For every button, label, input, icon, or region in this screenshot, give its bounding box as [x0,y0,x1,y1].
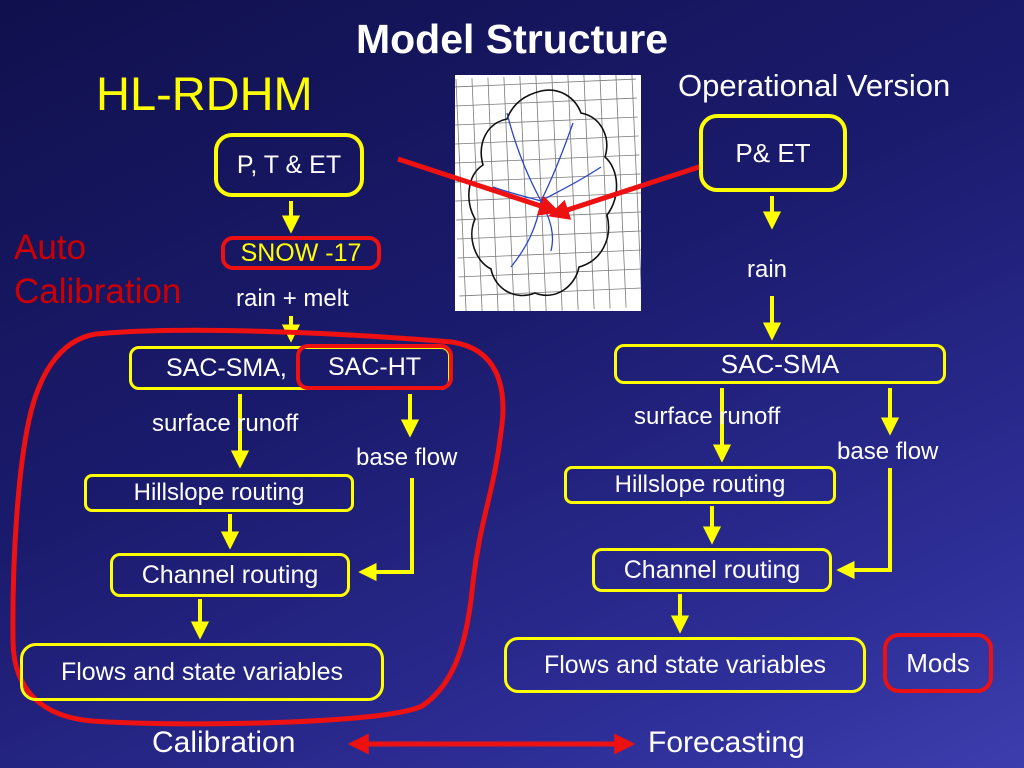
operational-version-heading: Operational Version [678,68,951,103]
sac-ht-red-box: SAC-HT [296,344,453,390]
arrow-baseflow-elbow-left [358,478,414,582]
flows-state-variables-label-right: Flows and state variables [543,650,827,679]
flows-state-variables-box-left: Flows and state variables [20,643,384,701]
basin-outline [468,89,618,297]
mods-label: Mods [906,647,970,678]
sac-sma-sac-ht-box: SAC-SMA, SAC-HT [129,344,453,390]
ptet-input-label: P, T & ET [236,150,342,179]
base-flow-label-left: base flow [356,444,458,471]
map-grid [455,75,641,311]
auto-calibration-label: Auto Calibration [14,228,182,311]
map-background [455,75,641,311]
river-network [492,112,602,268]
base-flow-label-right: base flow [837,438,939,465]
hl-rdhm-heading: HL-RDHM [96,67,313,120]
hillslope-routing-label-right: Hillslope routing [614,471,786,498]
arrow-baseflow-elbow-right [836,468,892,580]
surface-runoff-label-left: surface runoff [152,410,299,437]
channel-routing-label-right: Channel routing [623,555,801,584]
mods-box: Mods [883,633,993,693]
hillslope-routing-box-left: Hillslope routing [84,474,354,512]
hillslope-routing-label-left: Hillslope routing [133,479,305,506]
calibration-footer-label: Calibration [152,726,296,759]
snow17-label: SNOW -17 [240,238,362,267]
rain-melt-label: rain + melt [236,285,349,312]
pet-input-box: P& ET [699,114,847,192]
pet-input-label: P& ET [735,137,811,168]
hillslope-routing-box-right: Hillslope routing [564,466,836,504]
sac-sma-box-right: SAC-SMA [614,344,946,384]
sac-ht-label: SAC-HT [327,352,422,381]
flows-state-variables-label-left: Flows and state variables [60,657,344,686]
forecasting-footer-label: Forecasting [648,726,805,759]
sac-sma-label: SAC-SMA, [166,353,287,382]
channel-routing-box-right: Channel routing [592,548,832,592]
slide-title: Model Structure [355,16,669,62]
channel-routing-box-left: Channel routing [110,553,350,597]
arrow-ptet-to-map [397,156,560,216]
arrow-pet-to-map [548,163,703,220]
basin-map-image [455,75,641,311]
flows-state-variables-box-right: Flows and state variables [504,637,866,693]
rain-label: rain [747,256,788,283]
channel-routing-label-left: Channel routing [141,560,319,589]
sac-sma-label-right: SAC-SMA [720,348,840,379]
surface-runoff-label-right: surface runoff [634,403,781,430]
snow17-box: SNOW -17 [221,236,381,270]
ptet-input-box: P, T & ET [214,133,364,197]
